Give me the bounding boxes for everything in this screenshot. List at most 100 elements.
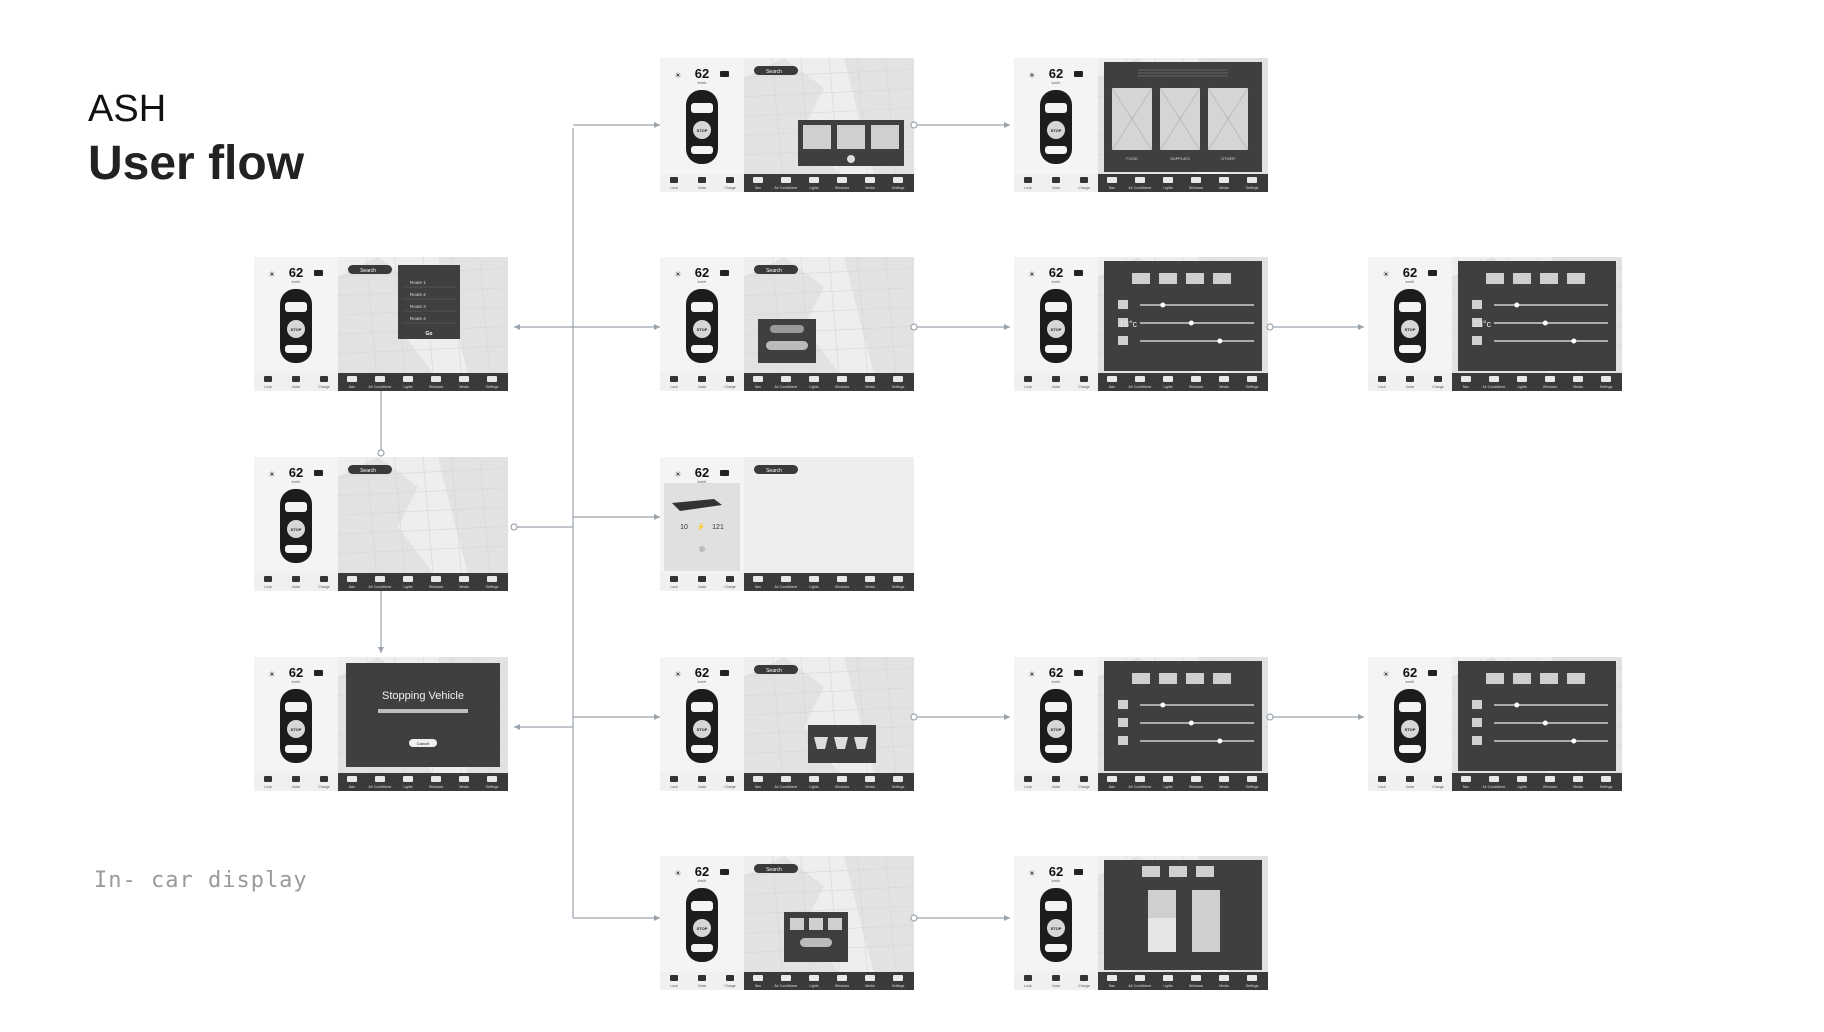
- toolbar-voice-icon[interactable]: [292, 376, 300, 382]
- cancel-button[interactable]: [409, 739, 437, 747]
- toolbar-nav-icon[interactable]: [347, 376, 357, 382]
- slider-handle[interactable]: [1514, 302, 1520, 308]
- toolbar-charge-icon[interactable]: [726, 177, 734, 183]
- slider-handle[interactable]: [1188, 720, 1194, 726]
- toolbar-nav-icon[interactable]: [347, 576, 357, 582]
- slider-handle[interactable]: [1514, 702, 1520, 708]
- toolbar-lights-icon[interactable]: [403, 776, 413, 782]
- toolbar-lock-icon[interactable]: [670, 776, 678, 782]
- toolbar-settings-icon[interactable]: [1247, 177, 1257, 183]
- toolbar-windows-icon[interactable]: [1191, 776, 1201, 782]
- toolbar-media-icon[interactable]: [865, 975, 875, 981]
- light-preset[interactable]: [1169, 866, 1187, 877]
- toolbar-charge-icon[interactable]: [320, 576, 328, 582]
- stop-button[interactable]: [1401, 320, 1419, 338]
- toolbar-lock-icon[interactable]: [1024, 177, 1032, 183]
- toolbar-lights-icon[interactable]: [809, 576, 819, 582]
- slider-handle[interactable]: [1217, 738, 1223, 744]
- toolbar-settings-icon[interactable]: [1247, 975, 1257, 981]
- toolbar-settings-icon[interactable]: [893, 177, 903, 183]
- toolbar-windows-icon[interactable]: [431, 376, 441, 382]
- toolbar-lights-icon[interactable]: [809, 776, 819, 782]
- toolbar-windows-icon[interactable]: [431, 576, 441, 582]
- search-input[interactable]: [348, 265, 392, 274]
- toolbar-nav-icon[interactable]: [347, 776, 357, 782]
- window-icon[interactable]: [854, 737, 868, 749]
- slider-handle[interactable]: [1542, 320, 1548, 326]
- stop-button[interactable]: [1047, 320, 1065, 338]
- toolbar-lights-icon[interactable]: [403, 376, 413, 382]
- search-input[interactable]: [754, 265, 798, 274]
- window-icon[interactable]: [834, 737, 848, 749]
- map-area[interactable]: [744, 457, 914, 573]
- preset-button[interactable]: [1159, 273, 1177, 284]
- preset-button[interactable]: [1159, 673, 1177, 684]
- toolbar-media-icon[interactable]: [865, 177, 875, 183]
- toolbar-air-conditioner-icon[interactable]: [781, 776, 791, 782]
- preset-button[interactable]: [1567, 673, 1585, 684]
- toolbar-settings-icon[interactable]: [1601, 776, 1611, 782]
- light-tile[interactable]: [828, 918, 842, 930]
- toolbar-lock-icon[interactable]: [670, 975, 678, 981]
- stop-button[interactable]: [693, 121, 711, 139]
- toolbar-voice-icon[interactable]: [1052, 776, 1060, 782]
- toolbar-windows-icon[interactable]: [1545, 376, 1555, 382]
- toolbar-settings-icon[interactable]: [487, 776, 497, 782]
- preset-button[interactable]: [1186, 273, 1204, 284]
- toolbar-lights-icon[interactable]: [809, 376, 819, 382]
- toolbar-lights-icon[interactable]: [1163, 975, 1173, 981]
- stop-button[interactable]: [693, 720, 711, 738]
- window-icon[interactable]: [814, 737, 828, 749]
- toolbar-lock-icon[interactable]: [1378, 776, 1386, 782]
- toolbar-voice-icon[interactable]: [292, 776, 300, 782]
- toolbar-air-conditioner-icon[interactable]: [781, 376, 791, 382]
- toolbar-lights-icon[interactable]: [809, 975, 819, 981]
- toolbar-air-conditioner-icon[interactable]: [781, 576, 791, 582]
- toolbar-charge-icon[interactable]: [1080, 776, 1088, 782]
- toolbar-air-conditioner-icon[interactable]: [1135, 776, 1145, 782]
- toolbar-voice-icon[interactable]: [1406, 376, 1414, 382]
- toolbar-charge-icon[interactable]: [726, 376, 734, 382]
- toolbar-media-icon[interactable]: [865, 376, 875, 382]
- toolbar-charge-icon[interactable]: [726, 576, 734, 582]
- toolbar-nav-icon[interactable]: [1461, 376, 1471, 382]
- toolbar-voice-icon[interactable]: [1052, 177, 1060, 183]
- slider-handle[interactable]: [1160, 302, 1166, 308]
- preset-button[interactable]: [1486, 273, 1504, 284]
- toolbar-media-icon[interactable]: [1219, 776, 1229, 782]
- toolbar-lights-icon[interactable]: [403, 576, 413, 582]
- toolbar-media-icon[interactable]: [1573, 776, 1583, 782]
- toolbar-nav-icon[interactable]: [753, 576, 763, 582]
- toolbar-charge-icon[interactable]: [1080, 975, 1088, 981]
- stop-button[interactable]: [693, 320, 711, 338]
- toolbar-media-icon[interactable]: [459, 576, 469, 582]
- preset-button[interactable]: [1540, 673, 1558, 684]
- preset-button[interactable]: [1213, 273, 1231, 284]
- preset-button[interactable]: [1567, 273, 1585, 284]
- toolbar-media-icon[interactable]: [865, 776, 875, 782]
- toolbar-windows-icon[interactable]: [431, 776, 441, 782]
- toolbar-lock-icon[interactable]: [1378, 376, 1386, 382]
- search-input[interactable]: [754, 665, 798, 674]
- search-input[interactable]: [348, 465, 392, 474]
- media-tile[interactable]: [837, 125, 865, 149]
- light-preset[interactable]: [1196, 866, 1214, 877]
- toolbar-lock-icon[interactable]: [264, 576, 272, 582]
- stop-button[interactable]: [1047, 720, 1065, 738]
- stop-button[interactable]: [287, 320, 305, 338]
- toolbar-voice-icon[interactable]: [698, 177, 706, 183]
- toolbar-settings-icon[interactable]: [1247, 776, 1257, 782]
- toolbar-charge-icon[interactable]: [1434, 376, 1442, 382]
- toolbar-media-icon[interactable]: [865, 576, 875, 582]
- ac-mode-toggle[interactable]: [766, 341, 808, 350]
- slider-handle[interactable]: [1542, 720, 1548, 726]
- light-level-bar[interactable]: [1192, 890, 1220, 952]
- slider-handle[interactable]: [1188, 320, 1194, 326]
- toolbar-air-conditioner-icon[interactable]: [1489, 776, 1499, 782]
- toolbar-windows-icon[interactable]: [837, 975, 847, 981]
- toolbar-settings-icon[interactable]: [893, 576, 903, 582]
- toolbar-windows-icon[interactable]: [1191, 376, 1201, 382]
- stop-button[interactable]: [1047, 121, 1065, 139]
- toolbar-media-icon[interactable]: [1219, 177, 1229, 183]
- toolbar-windows-icon[interactable]: [837, 576, 847, 582]
